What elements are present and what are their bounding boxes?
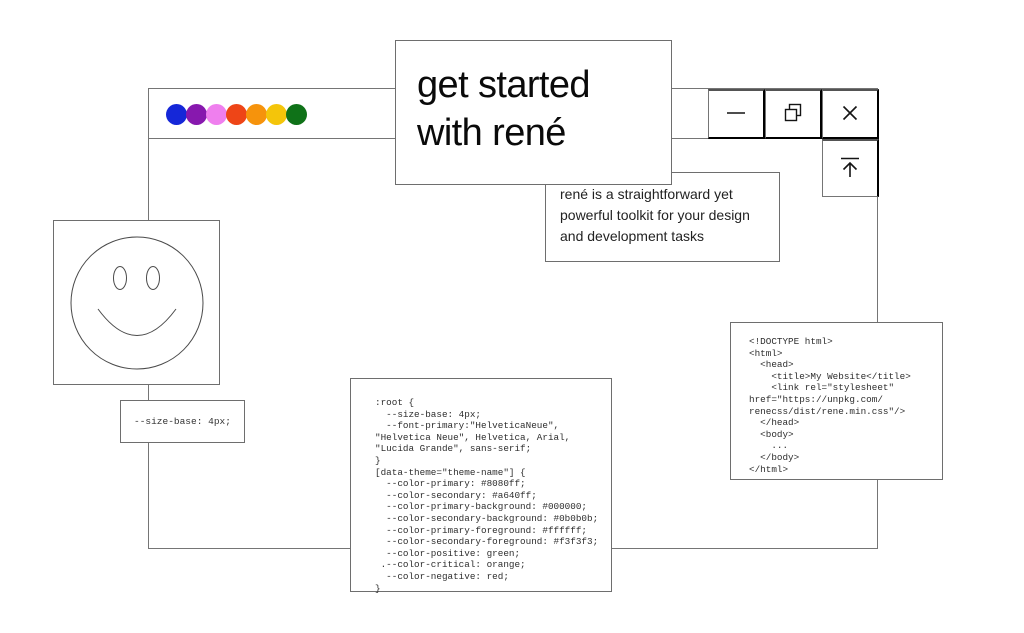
close-icon	[838, 101, 862, 128]
page-title: get started with rené	[417, 64, 591, 154]
copy-button[interactable]	[765, 89, 822, 139]
theme-dot-2	[186, 103, 207, 125]
smiley-face-icon	[54, 236, 221, 390]
get-started-card: get started with rené	[395, 40, 672, 185]
theme-dot-4	[226, 103, 247, 125]
description-text: rené is a straightforward yet powerful t…	[560, 186, 750, 244]
html-code-card: <!DOCTYPE html> <html> <head> <title>My …	[730, 322, 943, 480]
theme-dot-6	[266, 103, 287, 125]
upload-button[interactable]	[822, 139, 879, 197]
copy-icon	[781, 101, 805, 128]
theme-color-dots	[166, 89, 307, 139]
css-code: :root { --size-base: 4px; --font-primary…	[375, 397, 599, 594]
minimize-button[interactable]	[708, 89, 765, 139]
theme-dot-5	[246, 103, 267, 125]
arrow-up-to-line-icon	[837, 154, 863, 183]
minimize-icon	[724, 101, 748, 128]
theme-dot-1	[166, 103, 187, 125]
size-base-tag: --size-base: 4px;	[120, 400, 245, 443]
description-card: rené is a straightforward yet powerful t…	[545, 172, 780, 262]
theme-dot-7	[286, 103, 307, 125]
html-code: <!DOCTYPE html> <html> <head> <title>My …	[749, 336, 911, 475]
theme-dot-3	[206, 103, 227, 125]
smiley-card	[53, 220, 220, 385]
close-button[interactable]	[822, 89, 879, 139]
size-base-text: --size-base: 4px;	[134, 416, 231, 427]
css-code-card: :root { --size-base: 4px; --font-primary…	[350, 378, 612, 594]
